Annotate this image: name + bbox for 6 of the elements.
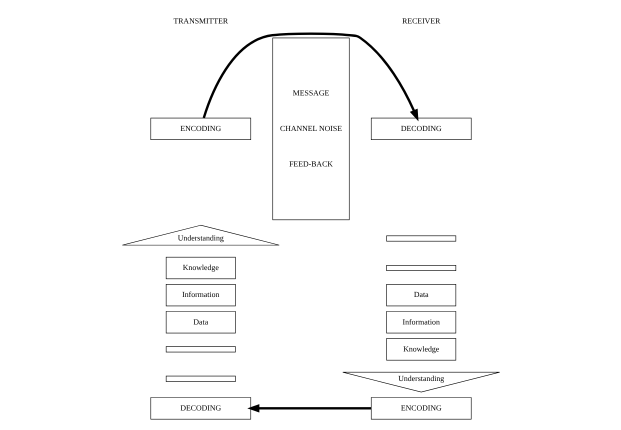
arrow	[202, 32, 418, 122]
node-bar	[165, 376, 236, 382]
node-bar	[165, 346, 236, 352]
node-bar	[386, 265, 456, 271]
node-bar	[386, 235, 456, 242]
arrow	[246, 404, 371, 413]
